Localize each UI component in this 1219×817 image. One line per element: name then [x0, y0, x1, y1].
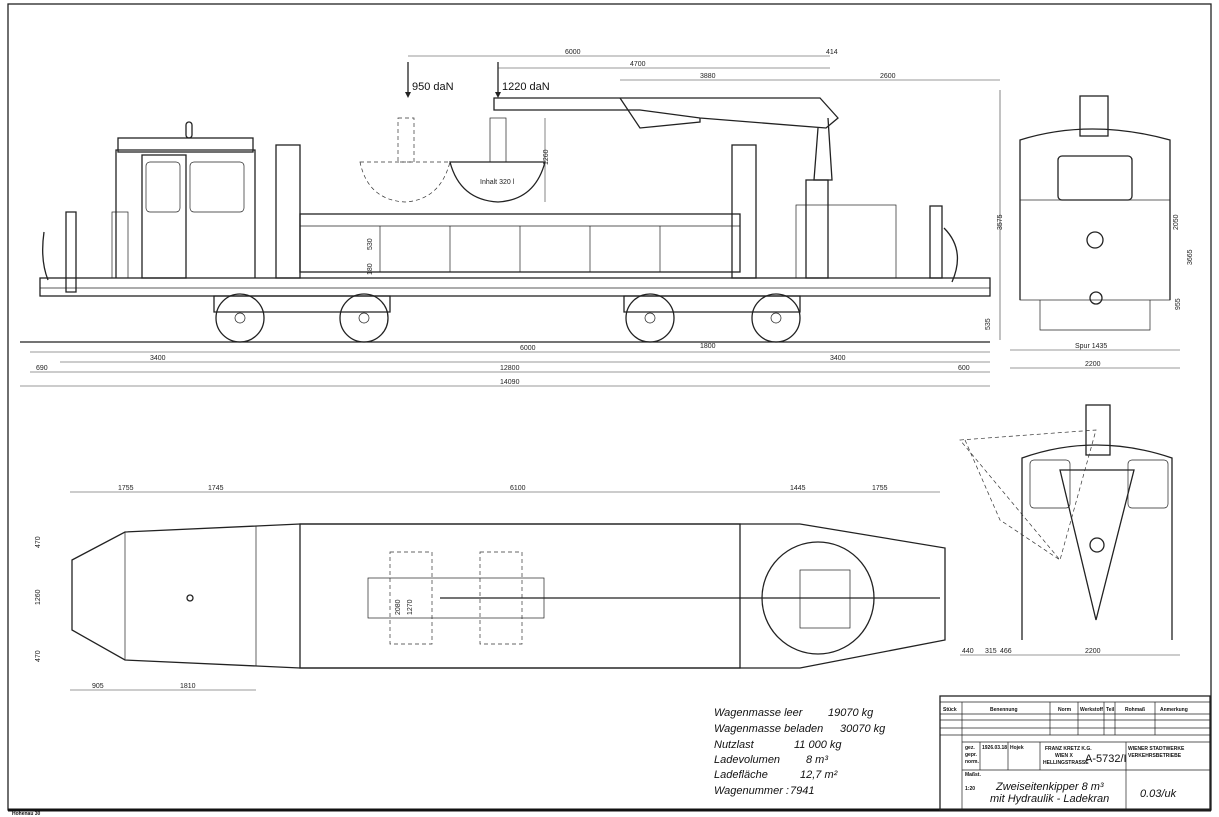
drawing-label: 1745	[208, 485, 224, 492]
drawing-label: 3400	[150, 355, 166, 362]
drawing-label: 1926.03.18	[982, 745, 1007, 751]
drawing-label: 1810	[180, 683, 196, 690]
drawing-label: 19070 kg	[828, 707, 874, 719]
drawing-number: A-5732/I	[1085, 753, 1127, 765]
cab-door	[141, 154, 187, 279]
bogie-front	[213, 293, 391, 343]
drawing-label: Anmerkung	[1160, 707, 1188, 713]
side-view: 950 daN 1220 daN Inhalt 320 l	[20, 62, 991, 343]
drawing-label: 14090	[500, 379, 520, 386]
drawing-label: Maßst.	[965, 772, 981, 778]
drawing-label: 1755	[118, 485, 134, 492]
drawing-label: 905	[92, 683, 104, 690]
drawing-label: Wagenummer :	[714, 785, 789, 797]
drawing-label: WIEN X	[1055, 753, 1073, 759]
drawing-label: gepr.	[965, 752, 978, 758]
tipper-body-plan	[299, 523, 741, 669]
drawing-label: Nutzlast	[714, 739, 755, 751]
bucket-content-label: Inhalt 320 l	[480, 179, 515, 186]
bucket-dashed	[359, 161, 451, 203]
drawing-label: Hojek	[1010, 745, 1024, 751]
drawing-label: gez.	[965, 745, 975, 751]
drawing-label: 8 m³	[806, 754, 828, 766]
drawing-label: 414	[826, 49, 838, 56]
drawing-label: Spur 1435	[1075, 343, 1107, 350]
drawing-label: 7941	[790, 785, 814, 797]
drawing-label: 1445	[790, 485, 806, 492]
drawing-label: 2600	[880, 73, 896, 80]
specs-list: Wagenmasse leer 19070 kg Wagenmasse belad…	[714, 707, 886, 797]
side-dimensions: 6000 414 4700 3880 2600 3575 1260 530 18…	[20, 49, 1004, 387]
drawing-label: 3665	[1187, 249, 1194, 265]
drawing-label: 315	[985, 648, 997, 655]
drawing-label: 1800	[700, 343, 716, 350]
drawing-label: HELLINGSTRASSE	[1043, 760, 1089, 766]
drawing-label: Stück	[943, 707, 957, 713]
drawing-label: 6000	[565, 49, 581, 56]
drawing-label: 2080	[395, 599, 402, 615]
drawing-label: Wagenmasse beladen	[714, 723, 823, 735]
drawing-label: Hohenau 30	[12, 811, 41, 817]
drawing-label: 470	[35, 536, 42, 548]
crane-column	[805, 179, 829, 279]
plan-view: 1755 1745 6100 1445 1755 905 1810 470 12…	[35, 485, 946, 691]
drawing-label: Norm	[1058, 707, 1072, 713]
crane-boom	[493, 97, 839, 129]
load-label-1: 950 daN	[412, 81, 454, 93]
end-view: Spur 1435 2200 2050 3665 955	[1010, 95, 1194, 369]
drawing-label: norm.	[965, 759, 980, 765]
drawing-label: 2050	[1173, 214, 1180, 230]
drawing-label: Rohmaß	[1125, 707, 1145, 713]
drawing-label: 470	[35, 650, 42, 662]
drawing-label: 12800	[500, 365, 520, 372]
drawing-label: 4700	[630, 61, 646, 68]
drawing-label: FRANZ KRETZ K.G.	[1045, 746, 1092, 752]
drawing-label: Ladevolumen	[714, 754, 780, 766]
drawing-label: Teil	[1106, 707, 1115, 713]
drawing-label: 600	[958, 365, 970, 372]
drawing-subtitle: mit Hydraulik - Ladekran	[990, 793, 1109, 805]
cab-window	[189, 161, 245, 213]
chassis-frame	[39, 277, 991, 297]
drawing-label: 466	[1000, 648, 1012, 655]
drawing-label: 2200	[1085, 648, 1101, 655]
drawing-label: 11 000 kg	[794, 739, 842, 751]
drawing-label: 3575	[997, 214, 1004, 230]
drawing-label: 3400	[830, 355, 846, 362]
drawing-label: 6000	[520, 345, 536, 352]
stamp-number: 0.03/uk	[1140, 788, 1177, 800]
drawing-label: VERKEHRSBETRIEBE	[1128, 753, 1182, 759]
drawing-label: 955	[1175, 298, 1182, 310]
bucket	[449, 161, 546, 203]
drawing-label: Benennung	[990, 707, 1018, 713]
drawing-label: 1260	[543, 149, 550, 165]
drawing-label: 1:20	[965, 786, 975, 792]
drawing-label: Wagenmasse leer	[714, 707, 804, 719]
drawing-label: 1270	[407, 599, 414, 615]
drawing-label: 1260	[35, 589, 42, 605]
drawing-label: 12,7 m²	[800, 769, 838, 781]
load-label-2: 1220 daN	[502, 81, 550, 93]
title-block: Stück Benennung Norm Werkstoff Teil Rohm…	[12, 695, 1211, 817]
drawing-label: 30070 kg	[840, 723, 886, 735]
drawing-label: 530	[367, 238, 374, 250]
drawing-title: Zweiseitenkipper 8 m³	[995, 781, 1104, 793]
drawing-label: 3880	[700, 73, 716, 80]
drawing-label: 1755	[872, 485, 888, 492]
drawing-label: WIENER STADTWERKE	[1128, 746, 1185, 752]
beacon-lamp	[185, 121, 193, 139]
drawing-label: 535	[985, 318, 992, 330]
drawing-label: 6100	[510, 485, 526, 492]
bogie-rear	[623, 293, 801, 343]
drawing-label: 690	[36, 365, 48, 372]
drawing-label: 180	[367, 263, 374, 275]
drawing-label: Werkstoff	[1080, 707, 1103, 713]
drawing-label: 440	[962, 648, 974, 655]
drawing-label: 2200	[1085, 361, 1101, 368]
rear-view-crane: 440 315 466 2200	[959, 404, 1180, 656]
drawing-label: Ladefläche	[714, 769, 768, 781]
cab	[115, 149, 256, 278]
